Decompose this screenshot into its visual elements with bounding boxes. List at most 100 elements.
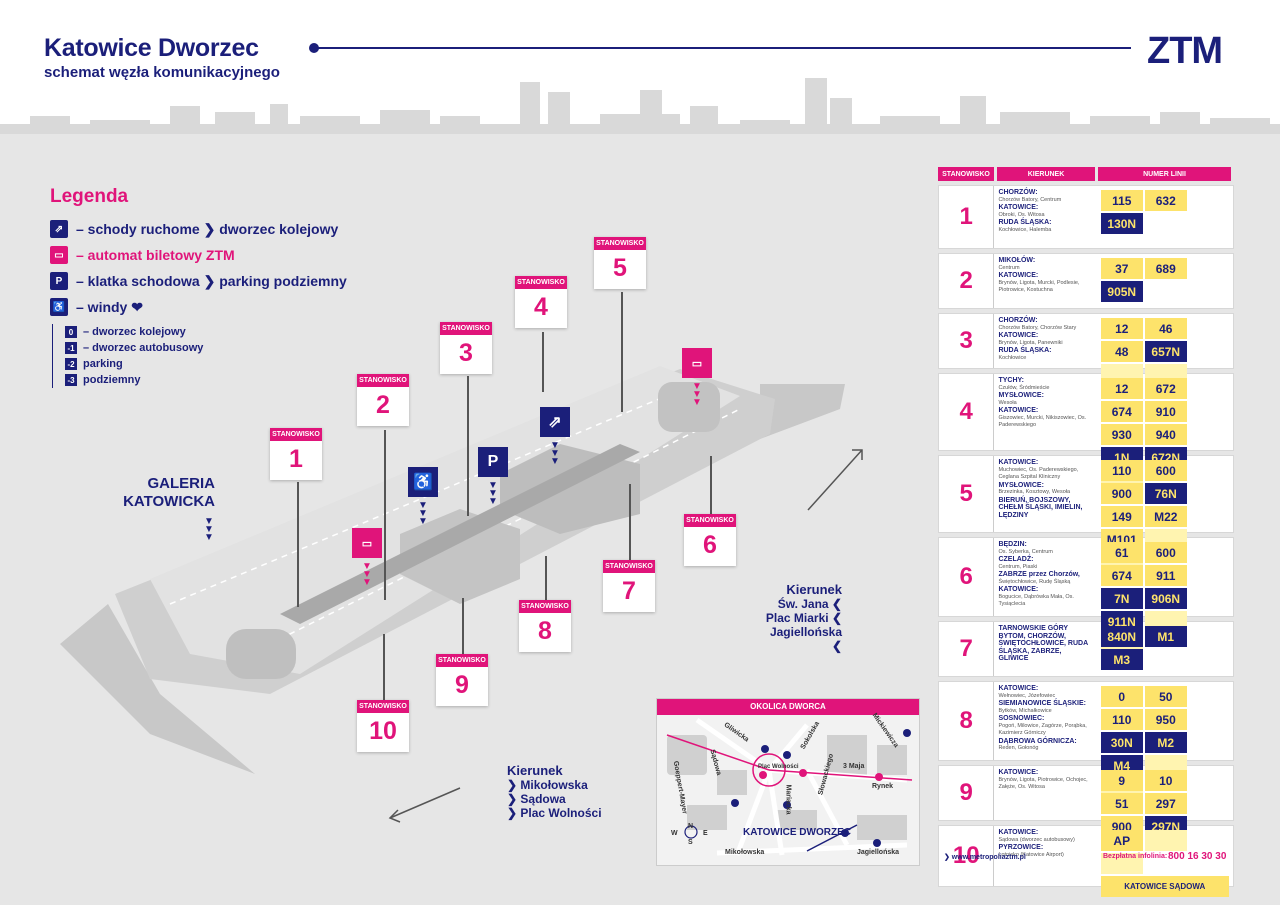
- chevron-down-icon: ▼▼▼: [488, 480, 498, 507]
- destination-city: SOSNOWIEC:: [998, 715, 1045, 722]
- line-badge: 674: [1100, 401, 1143, 422]
- stop-tag-number: 5: [613, 254, 627, 282]
- destination-city: TARNOWSKIE GÓRY BYTOM, CHORZÓW, ŚWIĘTOCH…: [998, 625, 1088, 662]
- direction-cell: TARNOWSKIE GÓRY BYTOM, CHORZÓW, ŚWIĘTOCH…: [994, 622, 1095, 676]
- line-badge: 905N: [1100, 281, 1143, 302]
- line-badge: 149: [1100, 506, 1143, 527]
- stop-3-pointer: [467, 376, 469, 516]
- destination-districts: Brynów, Ligota, Murcki, Podlesie, Piotro…: [998, 279, 1080, 294]
- legend-item-parking-stairs: P – klatka schodowa ❯ parking podziemny: [50, 268, 380, 294]
- destination-districts: Muchowiec, Os. Paderewskiego, Ceglana Sz…: [998, 466, 1079, 481]
- direction-line: ❯ Plac Wolności: [507, 806, 602, 820]
- legend: Legenda ⇗ – schody ruchome ❯ dworzec kol…: [50, 186, 380, 388]
- stop-tag-number: 3: [459, 339, 473, 367]
- destination-city: KATOWICE:: [998, 685, 1039, 692]
- destination-city: MIKOŁÓW:: [998, 257, 1036, 264]
- destination-districts: Świętochłowice, Rudę Śląską: [998, 578, 1071, 585]
- level-label: – dworzec kolejowy: [83, 326, 186, 338]
- page-title: Katowice Dworzec: [44, 34, 259, 62]
- stop-number: 4: [939, 374, 995, 450]
- line-badge: 672: [1144, 378, 1187, 399]
- street-label: Plac Wolności: [758, 764, 799, 770]
- destination-districts: Brzezinka, Kosztowy, Wesoła: [998, 489, 1071, 495]
- line-badge: 12: [1100, 318, 1143, 339]
- destination-districts: Lotnisko (Katowice Airport): [998, 851, 1064, 858]
- destination-city: KATOWICE:: [998, 586, 1039, 593]
- destination-districts: Centrum: [998, 264, 1020, 271]
- destination-city: KATOWICE:: [998, 407, 1039, 414]
- direction-heading: Kierunek: [507, 763, 563, 778]
- line-badge: 950: [1144, 709, 1187, 730]
- destination-city: CHORZÓW:: [998, 317, 1038, 324]
- line-badge: 12: [1100, 378, 1143, 399]
- destination-districts: Bogucice, Dąbrówka Mała, Os. Tysiąclecia: [998, 593, 1074, 608]
- compass-north: N: [688, 823, 694, 830]
- stop-tag-7: STANOWISKO 7: [603, 560, 655, 612]
- line-badge: 61: [1100, 542, 1143, 563]
- line-badge: 840N: [1100, 626, 1143, 647]
- stop-tag-label: STANOWISKO: [594, 237, 646, 250]
- destination-city: PYRZOWICE:: [998, 844, 1044, 851]
- destination-city: DĄBROWA GÓRNICZA:: [998, 737, 1077, 745]
- heart-down-icon: ▼▼▼: [692, 381, 702, 408]
- level-minus-1: -1– dworzec autobusowy: [57, 340, 380, 356]
- website-link[interactable]: ❯ www.metropoliaztm.pl: [944, 854, 1026, 861]
- inset-street-map: [657, 715, 919, 865]
- station-label: KATOWICE DWORZEC: [743, 827, 851, 838]
- level-label: – dworzec autobusowy: [83, 342, 204, 354]
- ztm-logo: ZTM: [1147, 30, 1223, 72]
- stop-tag-number: 10: [369, 717, 397, 745]
- destination-city: KATOWICE:: [998, 769, 1039, 776]
- legend-item-ticket-machine: ▭ – automat biletowy ZTM: [50, 242, 380, 268]
- stop-number: 5: [939, 456, 995, 532]
- destination-districts: Kochłowice: [998, 354, 1027, 361]
- ticket-machine-icon: ▭: [682, 348, 712, 378]
- direction-line: ❯ Mikołowska: [507, 778, 588, 792]
- stop-6-pointer: [710, 456, 712, 514]
- street-label: Mikołowska: [725, 849, 765, 856]
- line-badge: 37: [1100, 258, 1143, 279]
- legend-item-label: – klatka schodowa ❯ parking podziemny: [76, 272, 347, 289]
- lane-line-1: [169, 385, 691, 605]
- ticket-machine-icon: ▭: [352, 528, 382, 558]
- stop-1-pointer: [297, 482, 299, 607]
- line-badge: 50: [1144, 686, 1187, 707]
- stop-10-pointer: [383, 634, 385, 700]
- line-badge: 130N: [1100, 213, 1143, 234]
- line-badge: 600: [1144, 460, 1187, 481]
- galeria-katowicka-label: GALERIA KATOWICKA: [115, 475, 215, 511]
- line-badge: 46: [1144, 318, 1187, 339]
- destination-districts: Giszowiec, Murcki, Nikiszowiec, Os. Pade…: [998, 414, 1087, 429]
- rotunda-left: [226, 629, 296, 679]
- stop-tag-label: STANOWISKO: [436, 654, 488, 667]
- stop-tag-label: STANOWISKO: [603, 560, 655, 573]
- line-badge: 76N: [1144, 483, 1187, 504]
- chevron-down-icon: ▼▼▼: [550, 440, 560, 467]
- stop-tag-label: STANOWISKO: [519, 600, 571, 613]
- line-badge: AP: [1100, 830, 1143, 851]
- direction-south: Kierunek ❯ Mikołowska ❯ Sądowa ❯ Plac Wo…: [507, 763, 602, 821]
- destination-city: MYSŁOWICE:: [998, 392, 1044, 399]
- destination-districts: Kochłowice, Halemba: [998, 226, 1052, 233]
- column-header: STANOWISKO: [938, 167, 994, 181]
- destination-districts: Obroki, Os. Witosa: [998, 211, 1045, 218]
- line-badge: 48: [1100, 341, 1143, 362]
- destination-districts: Chorzów Batory, Chorzów Stary: [998, 324, 1077, 331]
- direction-east: Kierunek Św. Jana ❮ Plac Miarki ❮ Jagiel…: [762, 583, 842, 654]
- direction-arrows: [388, 449, 863, 823]
- destination-city: KATOWICE:: [998, 459, 1039, 466]
- line-badge: 689: [1144, 258, 1187, 279]
- line-badge: 115: [1100, 190, 1143, 211]
- destination-districts: Brynów, Ligota, Panewniki: [998, 339, 1063, 346]
- stop-tag-number: 7: [622, 577, 636, 605]
- destination-districts: Chorzów Batory, Centrum: [998, 196, 1062, 203]
